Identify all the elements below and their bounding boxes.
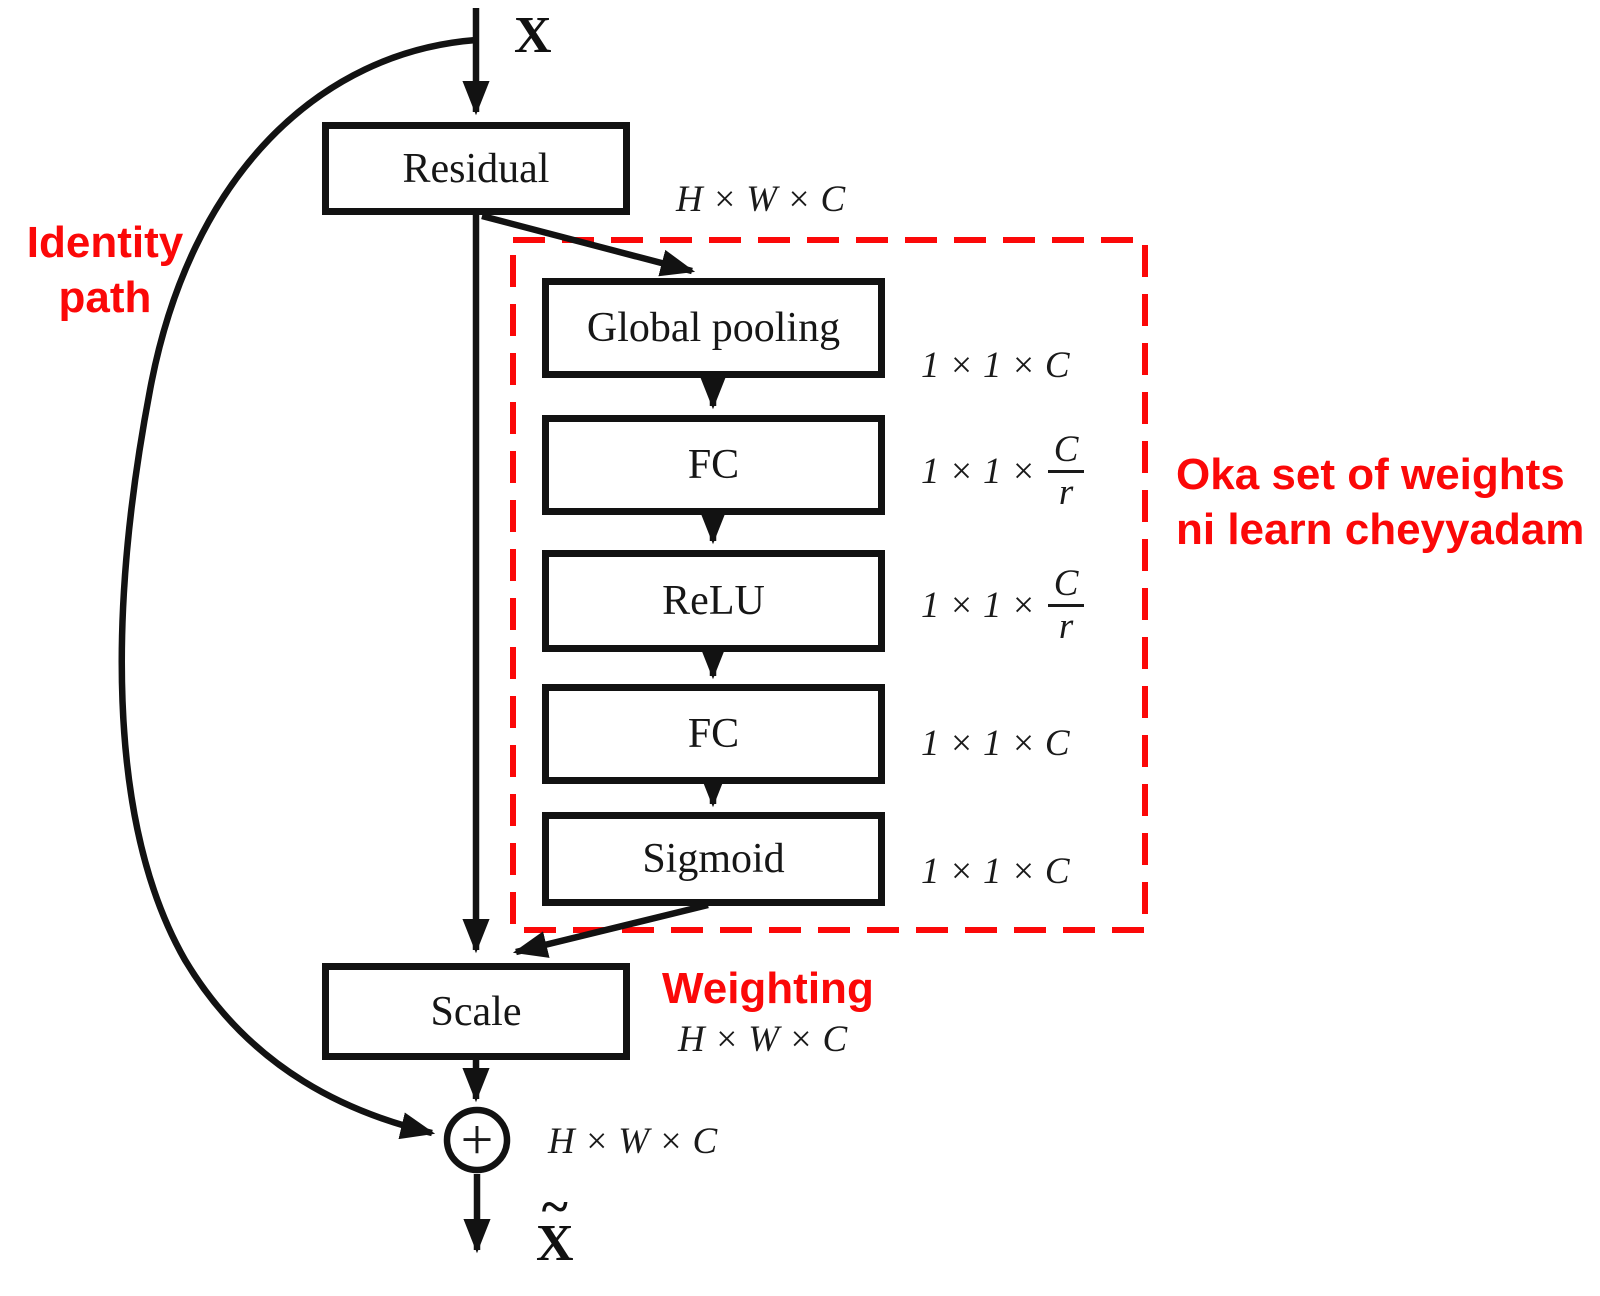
global-pooling-box: Global pooling [542,278,885,378]
relu-label: ReLU [662,578,765,624]
global-pooling-dim-label: 1 × 1 × C [921,345,1070,386]
weights-note-line1: Oka set of weights [1176,450,1565,499]
global-pooling-label: Global pooling [586,305,841,351]
arrow-residual-to-global-pooling [481,212,696,277]
residual-label: Residual [402,145,550,192]
fc1-dim-numerator: C [1047,430,1085,473]
weighting-note: Weighting [662,964,874,1013]
identity-path-note-line1: Identity [26,218,184,267]
fc2-dim-label: 1 × 1 × C [921,723,1070,764]
sum-node-circle [443,1106,511,1174]
se-module-dashed-border [510,237,1148,933]
fc1-dim-denominator: r [1058,471,1074,513]
fc2-box: FC [542,684,885,784]
identity-path-note: Identity path [10,216,200,325]
scale-label: Scale [430,988,522,1035]
sigmoid-box: Sigmoid [542,812,885,906]
weights-note: Oka set of weights ni learn cheyyadam [1176,448,1584,557]
plus-icon: + [460,1106,494,1172]
fc1-box: FC [542,415,885,515]
identity-path-curve [118,36,477,1140]
sum-dim-label: H × W × C [548,1121,718,1162]
output-label: ~ X [536,1178,574,1272]
residual-box: Residual [322,122,630,215]
weights-note-line2: ni learn cheyyadam [1176,504,1585,554]
relu-box: ReLU [542,550,885,652]
arrow-sigmoid-to-scale [512,901,709,958]
relu-dim-label: 1 × 1 × C r [921,564,1085,647]
relu-dim-denominator: r [1058,605,1074,647]
sigmoid-label: Sigmoid [642,836,785,882]
identity-path-note-line2: path [58,272,152,322]
residual-dim-label: H × W × C [676,179,846,220]
fc1-dim-label: 1 × 1 × C r [921,430,1085,513]
relu-dim-numerator: C [1047,564,1085,607]
input-label: X [514,7,552,64]
output-letter: X [536,1215,574,1272]
scale-box: Scale [322,963,630,1060]
sigmoid-dim-label: 1 × 1 × C [921,851,1070,892]
output-tilde: ~ [541,1178,568,1234]
fc1-label: FC [687,442,740,488]
relu-dim-prefix: 1 × 1 × [921,584,1036,626]
fc1-dim-fraction: C r [1047,430,1085,513]
fc1-dim-prefix: 1 × 1 × [921,450,1036,492]
relu-dim-fraction: C r [1047,564,1085,647]
scale-dim-label: H × W × C [678,1019,848,1060]
fc2-label: FC [687,711,740,757]
